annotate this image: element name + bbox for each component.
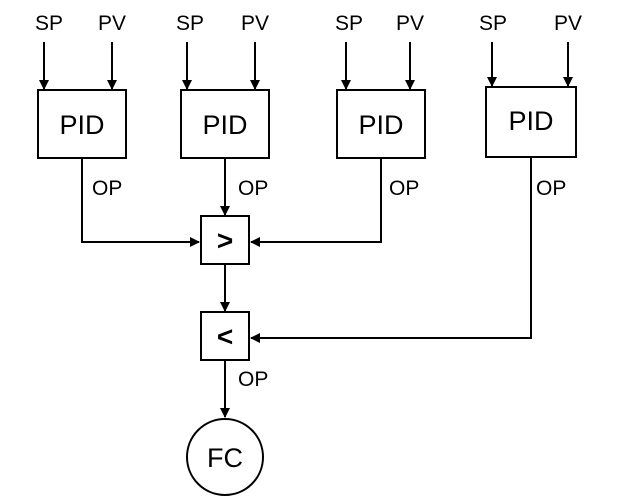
fc-label: FC [207, 443, 243, 473]
pid-controller-1: SP PV PID OP [35, 12, 200, 247]
pid-3-sp-label: SP [335, 12, 363, 35]
pid-2-label: PID [202, 110, 247, 140]
pid-2-op-label: OP [238, 177, 268, 200]
pid-1-pv-label: PV [98, 12, 126, 35]
pid-2-pv-label: PV [241, 12, 269, 35]
pid-4-pv-label: PV [554, 12, 582, 35]
low-selector-block [200, 311, 250, 361]
high-selector-block [200, 215, 250, 265]
high-selector: > [200, 215, 250, 312]
pid-1-output-wire [81, 158, 200, 247]
low-selector-symbol: < [217, 321, 233, 352]
pid-4-output-wire [250, 157, 532, 343]
high-selector-symbol: > [217, 225, 233, 256]
fc-circle [186, 418, 264, 496]
pid-2-sp-label: SP [176, 12, 204, 35]
pid-4-op-label: OP [536, 177, 566, 200]
pid-controller-2: SP PV PID OP [176, 12, 270, 216]
low-selector: < OP [200, 311, 268, 418]
pid-1-sp-label: SP [35, 12, 63, 35]
pid-3-block [336, 89, 426, 159]
pid-3-op-label: OP [389, 177, 419, 200]
low-selector-op-label: OP [238, 368, 268, 391]
pid-1-label: PID [59, 110, 104, 140]
pid-1-op-label: OP [92, 177, 122, 200]
pid-3-label: PID [358, 110, 403, 140]
pid-controller-3: SP PV PID OP [250, 12, 426, 247]
pid-4-label: PID [508, 106, 553, 136]
pid-4-sp-label: SP [479, 12, 507, 35]
final-control-element: FC [186, 418, 264, 496]
pid-1-block [37, 89, 127, 159]
pid-3-output-wire [250, 158, 382, 247]
pid-3-pv-label: PV [396, 12, 424, 35]
pid-controller-4: SP PV PID OP [250, 12, 582, 343]
